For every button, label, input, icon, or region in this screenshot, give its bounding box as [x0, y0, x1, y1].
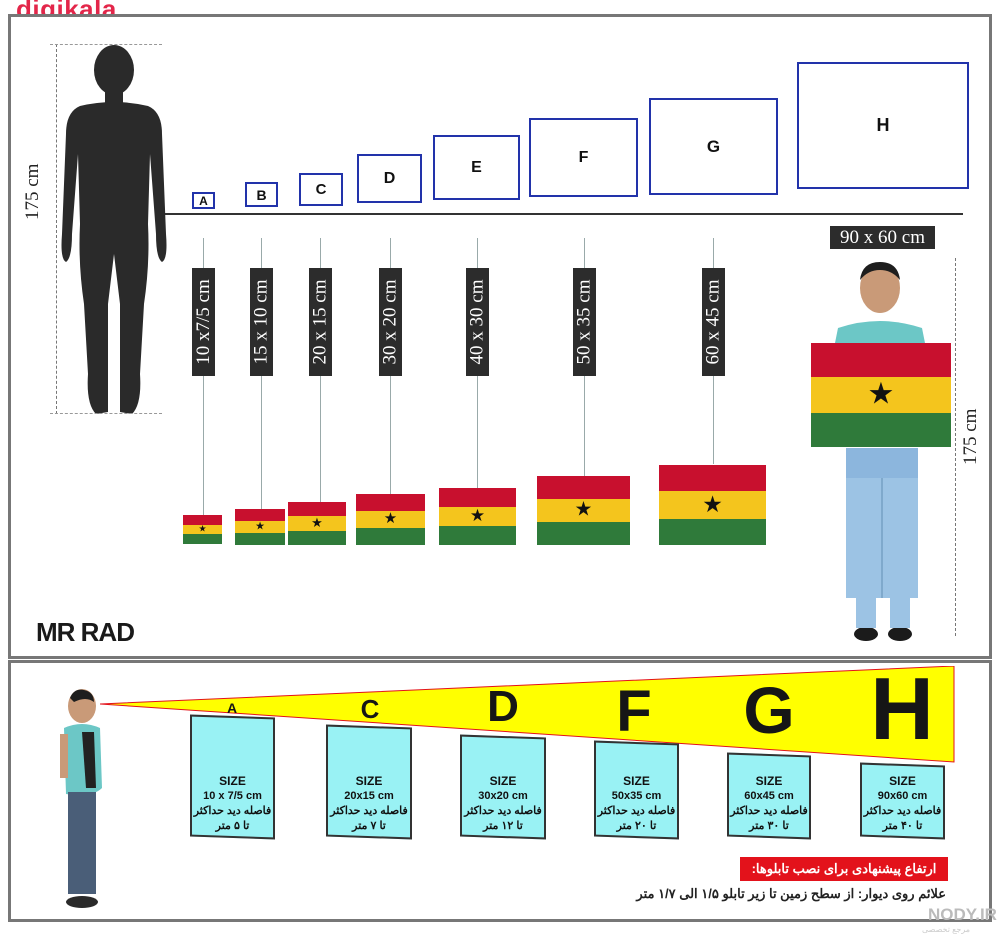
size-card-f: SIZE 50x35 cm فاصله دید حداکثر تا ۲۰ متر [594, 740, 679, 840]
card-distance-label: فاصله دید حداکثر [863, 805, 942, 817]
card-dimension: 30x20 cm [478, 790, 528, 802]
card-dimension: 90x60 cm [877, 790, 928, 802]
size-box-f: F [529, 118, 638, 197]
flag-c: ★ [288, 502, 346, 545]
size-card-g: SIZE 60x45 cm فاصله دید حداکثر تا ۳۰ متر [727, 752, 811, 840]
size-box-e: E [433, 135, 520, 200]
height-dimension-line [56, 44, 57, 414]
star-icon: ★ [198, 523, 207, 534]
dimension-tag-g: 60 x 45 cm [702, 268, 725, 376]
card-size-label: SIZE [355, 774, 383, 788]
flag-d: ★ [356, 494, 425, 545]
bottom-letter-a: A [226, 700, 238, 716]
mrrad-logo: MR RAD [36, 617, 135, 647]
dimension-tag-f: 50 x 35 cm [573, 268, 596, 376]
dimension-tag-h: 90 x 60 cm [830, 226, 935, 249]
nody-watermark-sub: مرجع تخصصی [922, 925, 971, 934]
card-dimension: 60x45 cm [744, 790, 794, 802]
person-photo [834, 262, 926, 641]
person-height-line [955, 258, 956, 636]
height-bottom-guide [50, 413, 162, 414]
card-distance-value: تا ۷ متر [352, 820, 386, 832]
size-card-h: SIZE 90x60 cm فاصله دید حداکثر تا ۴۰ متر [860, 762, 945, 840]
dimension-tag-c: 20 x 15 cm [309, 268, 332, 376]
card-distance-label: فاصله دید حداکثر [330, 805, 408, 817]
bottom-letter-h: H [870, 659, 934, 758]
install-height-note: علائم روی دیوار: از سطح زمین تا زیر تابل… [636, 886, 946, 901]
dimension-tag-e: 40 x 30 cm [466, 268, 489, 376]
bottom-letter-f: F [616, 679, 652, 744]
star-icon: ★ [574, 499, 593, 522]
nody-watermark: NODY.IR [928, 905, 997, 924]
viewer-person [60, 689, 102, 908]
star-icon: ★ [469, 506, 486, 526]
flag-h: ★ [811, 343, 951, 447]
star-icon: ★ [702, 491, 723, 518]
sight-cone [100, 666, 955, 763]
flag-f: ★ [537, 476, 630, 545]
card-dimension: 10 x 7/5 cm [203, 790, 262, 802]
card-distance-label: فاصله دید حداکثر [730, 805, 808, 817]
ground-baseline [165, 213, 963, 215]
size-card-a: SIZE 10 x 7/5 cm فاصله دید حداکثر تا ۵ متر [190, 714, 275, 840]
card-dimension: 20x15 cm [344, 790, 394, 802]
card-distance-value: تا ۵ متر [215, 820, 250, 832]
card-distance-value: تا ۴۰ متر [882, 820, 923, 832]
card-size-label: SIZE [219, 774, 246, 788]
card-distance-value: تا ۲۰ متر [616, 820, 657, 832]
bottom-letter-g: G [743, 673, 795, 747]
height-top-guide [50, 44, 162, 45]
person-height-label: 175 cm [960, 408, 981, 465]
card-distance-label: فاصله دید حداکثر [597, 805, 676, 817]
flag-g: ★ [659, 465, 766, 545]
dimension-tag-b: 15 x 10 cm [250, 268, 273, 376]
star-icon: ★ [255, 520, 265, 533]
size-box-h: H [797, 62, 969, 189]
card-dimension: 50x35 cm [611, 790, 662, 802]
connector-line [203, 238, 204, 516]
card-size-label: SIZE [889, 774, 916, 788]
size-box-b: B [245, 182, 278, 207]
size-box-g: G [649, 98, 778, 195]
flag-e: ★ [439, 488, 516, 545]
size-box-a: A [192, 192, 215, 209]
card-distance-label: فاصله دید حداکثر [193, 805, 272, 817]
dimension-tag-d: 30 x 20 cm [379, 268, 402, 376]
human-silhouette [61, 45, 167, 414]
size-box-c: C [299, 173, 343, 206]
star-icon: ★ [867, 377, 895, 411]
bottom-letter-d: D [487, 682, 519, 731]
flag-b: ★ [235, 509, 285, 545]
size-box-d: D [357, 154, 422, 203]
flag-a: ★ [183, 515, 222, 544]
human-height-label: 175 cm [22, 163, 43, 220]
bottom-letter-c: C [360, 694, 380, 724]
size-card-d: SIZE 30x20 cm فاصله دید حداکثر تا ۱۲ متر [460, 734, 546, 840]
card-distance-value: تا ۱۲ متر [483, 820, 523, 832]
card-size-label: SIZE [755, 774, 783, 788]
install-height-heading: ارتفاع پیشنهادی برای نصب تابلوها: [740, 857, 948, 881]
size-card-c: SIZE 20x15 cm فاصله دید حداکثر تا ۷ متر [326, 724, 412, 840]
star-icon: ★ [383, 510, 398, 528]
dimension-tag-a: 10 x7/5 cm [192, 268, 215, 376]
card-distance-label: فاصله دید حداکثر [464, 805, 542, 817]
card-size-label: SIZE [623, 774, 650, 788]
star-icon: ★ [311, 515, 323, 531]
card-distance-value: تا ۳۰ متر [749, 820, 789, 832]
card-size-label: SIZE [489, 774, 517, 788]
